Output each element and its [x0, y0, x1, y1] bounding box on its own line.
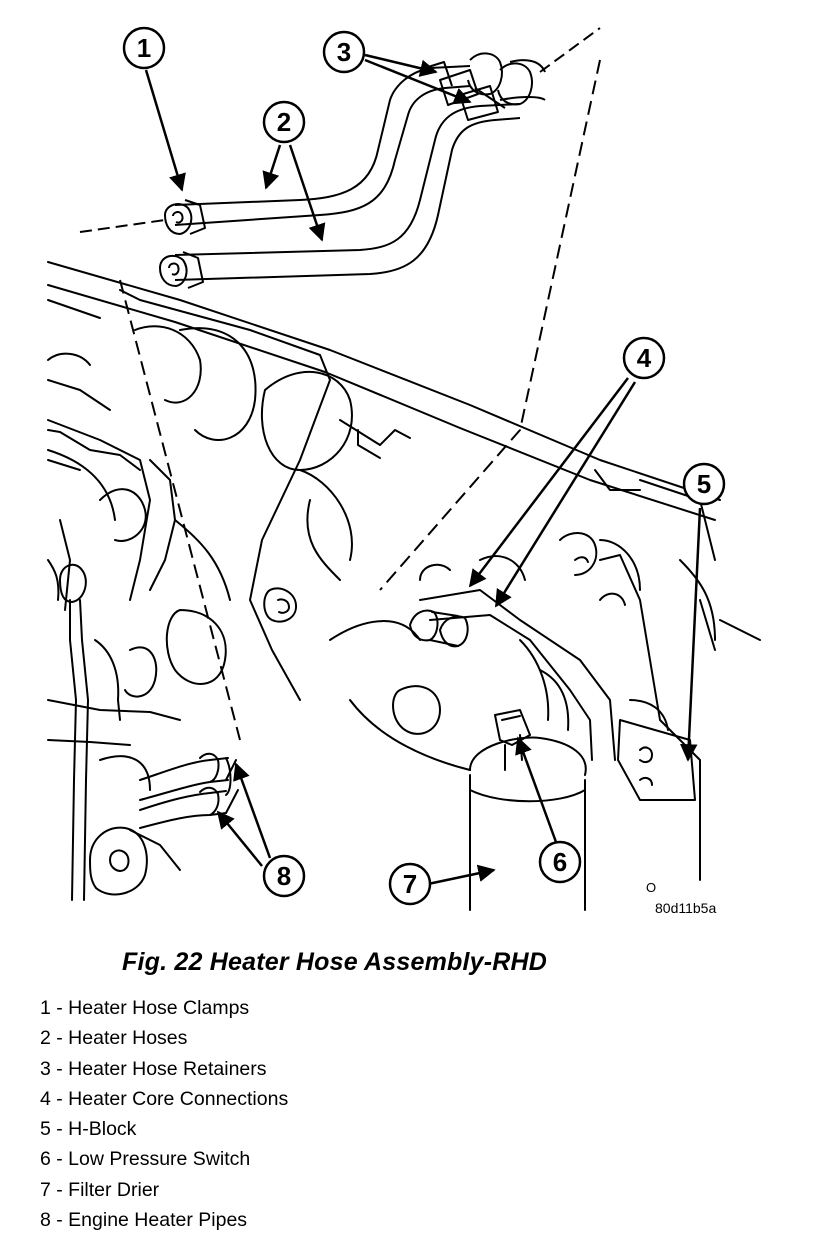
legend-item: 6 - Low Pressure Switch — [40, 1148, 251, 1171]
leader-arrows — [144, 53, 702, 886]
leader-3b — [364, 58, 472, 105]
svg-text:6: 6 — [553, 847, 567, 877]
svg-text:2: 2 — [277, 107, 291, 137]
svg-text:4: 4 — [637, 343, 652, 373]
reference-mark: O — [646, 880, 656, 895]
leader-2b — [288, 144, 326, 242]
callout-4: 4 — [622, 336, 666, 380]
callout-7: 7 — [388, 862, 432, 906]
leader-7 — [427, 864, 496, 886]
callout-bubbles: 1 2 3 4 5 6 7 8 — [122, 26, 726, 906]
legend-item: 1 - Heater Hose Clamps — [40, 997, 250, 1019]
legend-item: 7 - Filter Drier — [40, 1178, 160, 1201]
svg-text:8: 8 — [277, 861, 291, 891]
legend-item: 4 - Heater Core Connections — [40, 1087, 289, 1110]
callout-1: 1 — [122, 26, 166, 70]
legend-item: 8 - Engine Heater Pipes — [40, 1209, 248, 1232]
callout-2: 2 — [262, 100, 306, 144]
leader-5 — [680, 507, 702, 762]
leader-4a — [468, 377, 629, 588]
legend-item: 5 - H-Block — [40, 1118, 137, 1141]
svg-text:1: 1 — [137, 33, 151, 63]
heater-hoses-detail — [79, 27, 601, 741]
callout-3: 3 — [322, 30, 366, 74]
leader-6 — [515, 736, 558, 843]
callout-6: 6 — [538, 840, 582, 884]
svg-text:5: 5 — [697, 469, 711, 499]
leader-1 — [144, 69, 186, 192]
heater-hose-diagram: 1 2 3 4 5 6 7 8 O — [47, 26, 761, 911]
engine-bay-line-art — [47, 261, 761, 911]
leader-2a — [262, 144, 282, 190]
leader-4b — [494, 381, 637, 608]
callout-8: 8 — [262, 854, 306, 898]
svg-text:3: 3 — [337, 37, 351, 67]
legend-item: 2 - Heater Hoses — [40, 1027, 188, 1050]
svg-text:7: 7 — [403, 869, 417, 899]
leader-3a — [364, 53, 438, 77]
legend-list: 1 - Heater Hose Clamps 2 - Heater Hoses … — [40, 993, 288, 1235]
legend-item: 3 - Heater Hose Retainers — [40, 1057, 267, 1080]
leader-8b — [216, 810, 263, 867]
figure-code: 80d11b5a — [655, 900, 717, 916]
leader-8a — [233, 762, 272, 859]
figure-caption: Fig. 22 Heater Hose Assembly-RHD — [122, 948, 548, 976]
callout-5: 5 — [682, 462, 726, 506]
